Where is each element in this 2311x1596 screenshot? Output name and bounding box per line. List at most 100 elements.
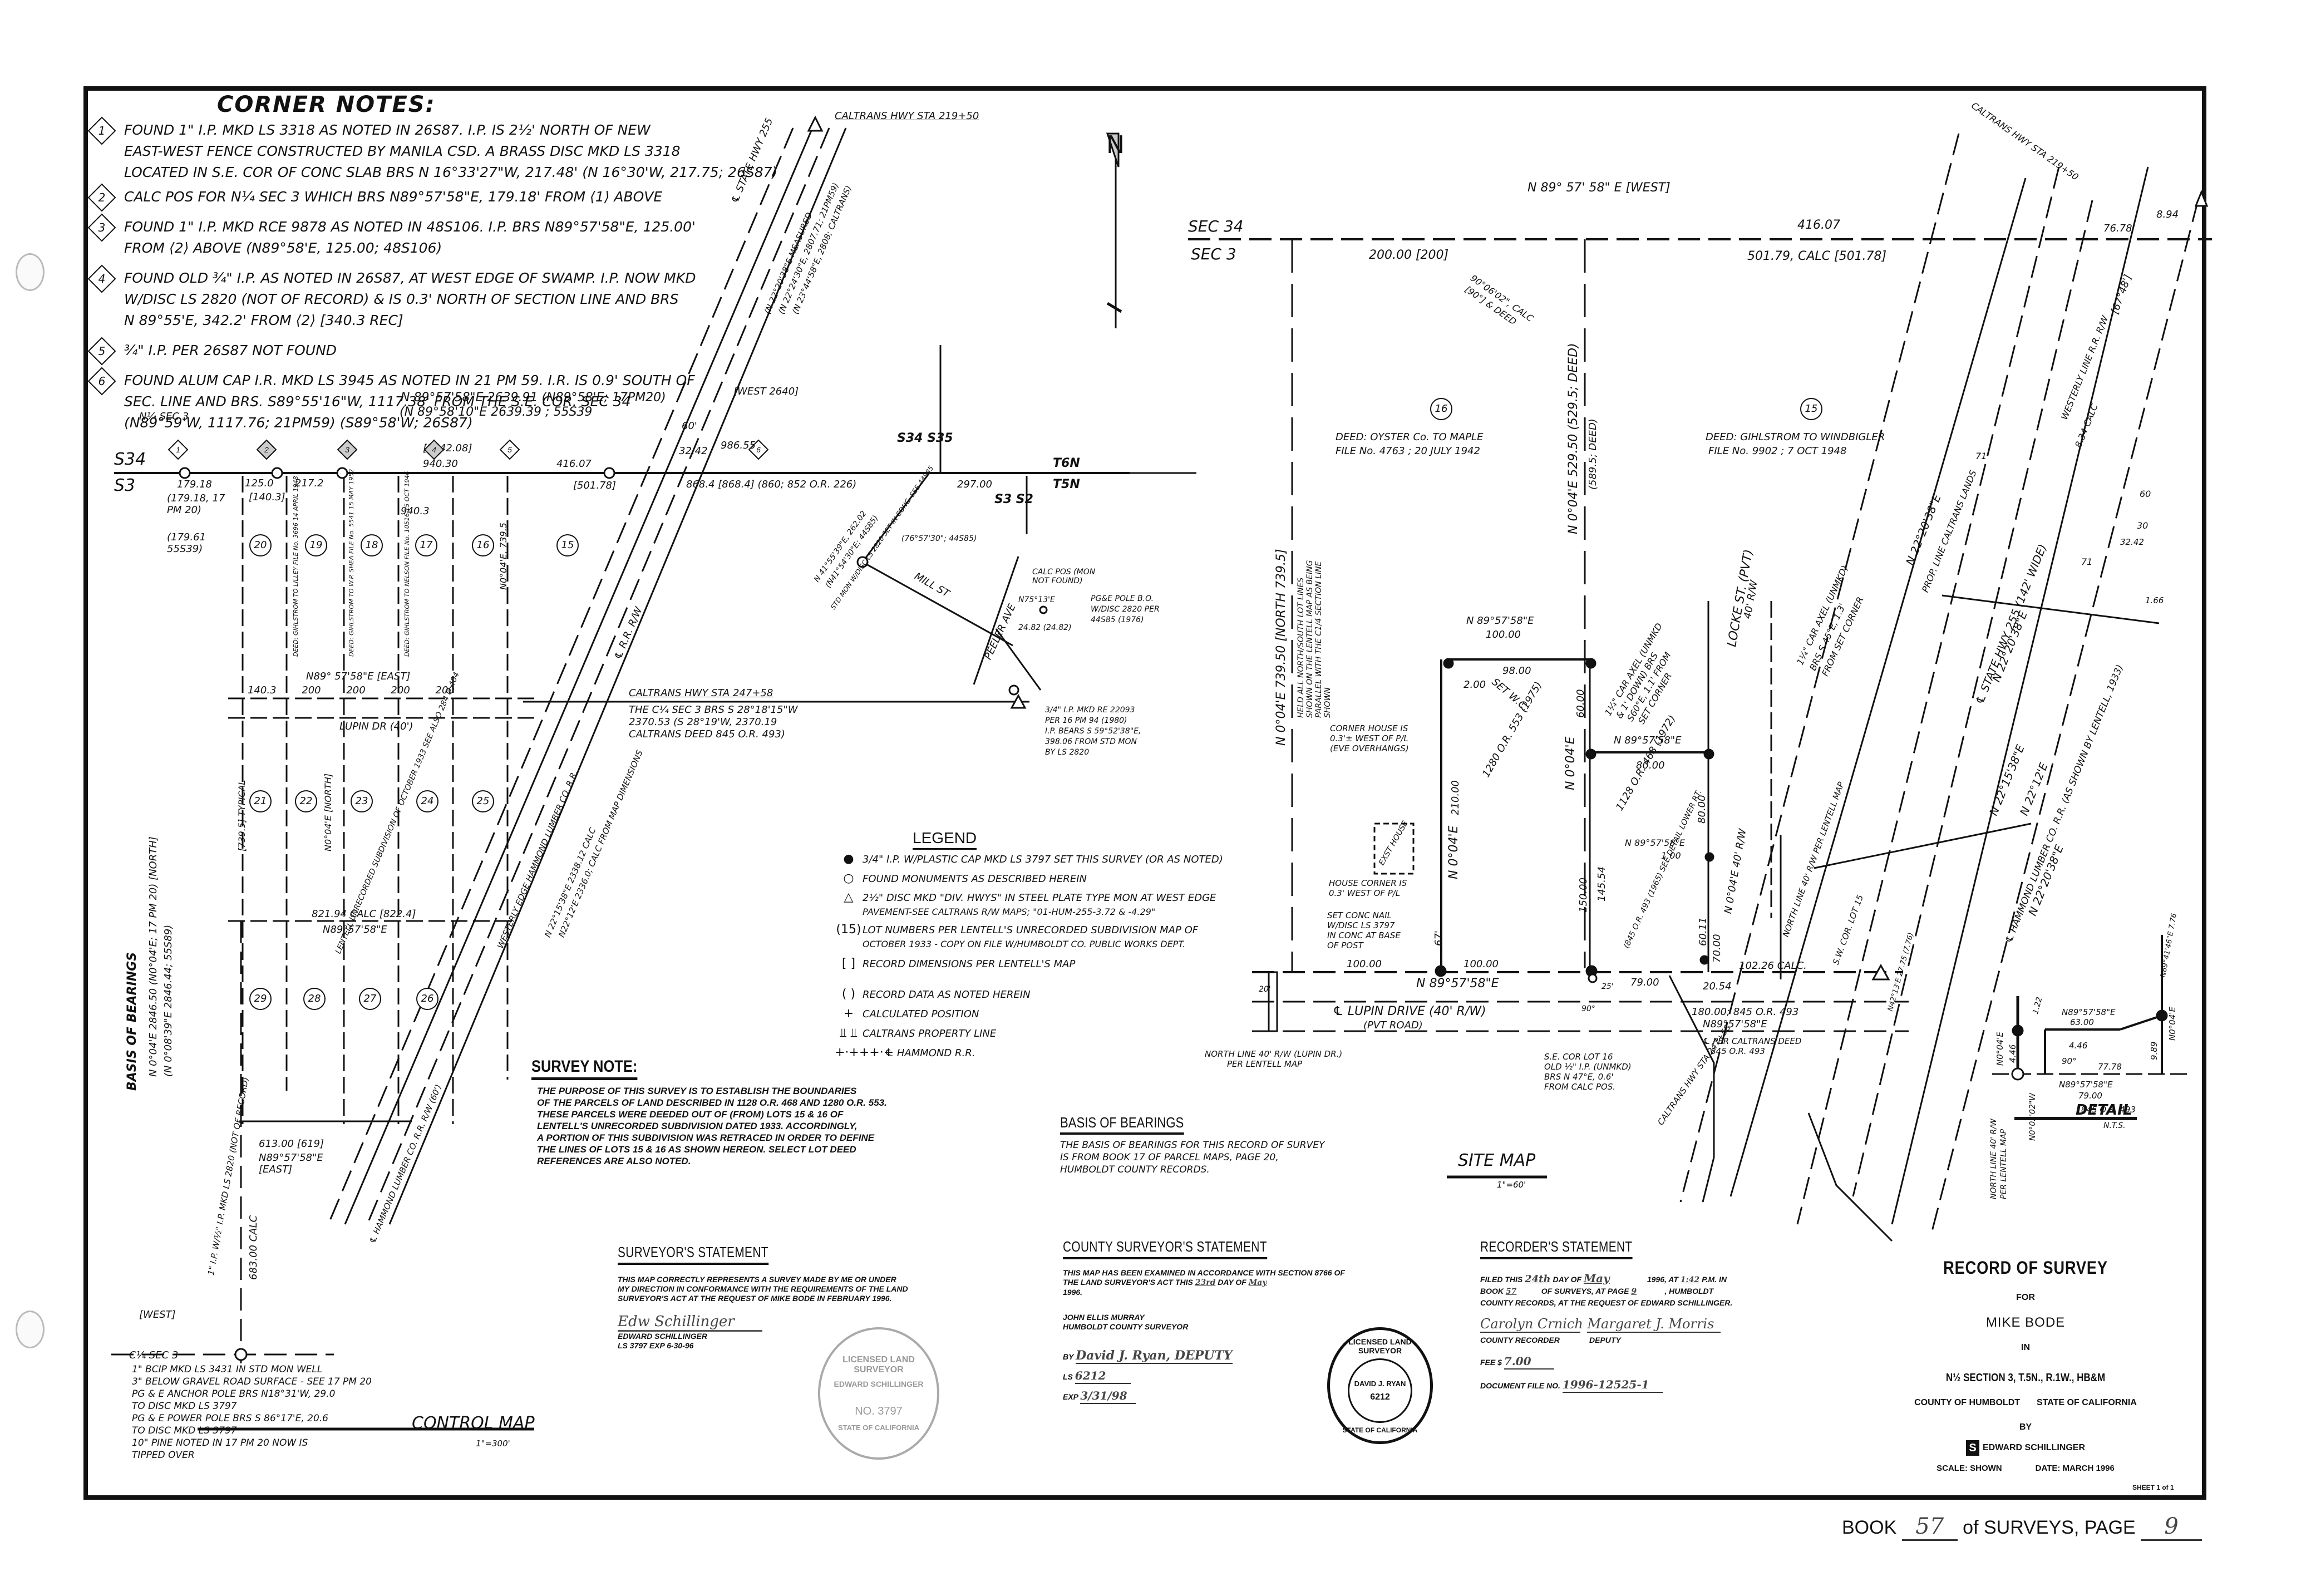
label-deed16-1: DEED: OYSTER Co. TO MAPLE: [1336, 431, 1484, 443]
label-200: 200.00 [200]: [1369, 248, 1449, 262]
label-1: 1.00: [1661, 850, 1681, 861]
label-sec3: SEC 3: [1191, 245, 1236, 263]
detail-north-line-2: PER LENTELL MAP: [1999, 1129, 2008, 1199]
basis-of-bearings: BASIS OF BEARINGS THE BASIS OF BEARINGS …: [1060, 1114, 1325, 1175]
site-map-scale: 1"=60': [1497, 1180, 1526, 1190]
label-683: 683.00 CALC: [248, 1215, 259, 1280]
corner-marker-icon: 5: [87, 337, 116, 366]
label-north-line: NORTH LINE 40' R/W (LUPIN DR.) PER LENTE…: [1205, 1049, 1343, 1069]
label-416: 416.07: [556, 458, 592, 470]
label-lupin: ℄ LUPIN DRIVE (40' R/W): [1333, 1004, 1486, 1018]
title-in: IN: [2021, 1343, 2030, 1352]
label-calc-821: 821.94 CALC [822.4]: [312, 908, 416, 920]
label-c14-sec3: C¼ SEC 3: [129, 1349, 179, 1361]
county-surveyor-seal: LICENSED LAND SURVEYOR DAVID J. RYAN 621…: [1327, 1327, 1433, 1444]
label-217: 217.2: [295, 477, 324, 489]
label-n004-w: N 0°04'E: [1447, 825, 1461, 879]
book-footer: BOOK 57 of SURVEYS, PAGE 9: [1842, 1514, 2202, 1541]
c14-notes: 1" BCIP MKD LS 3431 IN STD MON WELL 3" B…: [132, 1364, 372, 1461]
recorded-book: 57: [1505, 1287, 1517, 1296]
recorder-signature: Carolyn Crnich: [1480, 1316, 1583, 1333]
detail-n89-a: N89°57'58"E: [2062, 1007, 2116, 1017]
title-scale: SCALE: SHOWN: [1936, 1464, 2002, 1473]
label-sec-line-1: N 89°57'58"E 2639.91 (N89°58'E; 17PM20): [401, 391, 666, 405]
lot-19: 19: [305, 534, 327, 556]
label-basis-bearing: N 0°04'E 2846.50 (N0°04'E; 17 PM 20) [NO…: [147, 836, 159, 1077]
label-102: 102.26 CALC.: [1739, 960, 1807, 972]
detail-90: 90°: [2062, 1056, 2077, 1066]
surveyor-license: LS 3797 EXP 6-30-96: [618, 1341, 694, 1350]
county-surveyor-statement: COUNTY SURVEYOR'S STATEMENT THIS MAP HAS…: [1063, 1238, 1374, 1404]
legend-item-record-dims: [ ]RECORD DIMENSIONS PER LENTELL'S MAP: [835, 954, 1223, 974]
label-20-54: 20.54: [1703, 981, 1732, 992]
label-179-rec: (179.18, 17 PM 20): [167, 492, 225, 516]
lot-21: 21: [249, 790, 272, 812]
recorder-statement: RECORDER'S STATEMENT FILED THIS 24th DAY…: [1480, 1238, 1792, 1393]
label-30: 30: [2137, 520, 2149, 531]
label-deed15-1: DEED: GIHLSTROM TO WINDBIGLER: [1706, 431, 1885, 443]
detail-north-line-1: NORTH LINE 40' R/W: [1989, 1119, 1998, 1199]
label-613: 613.00 [619]: [259, 1138, 324, 1150]
lot-29: 29: [249, 988, 272, 1010]
label-70: 70.00: [1711, 934, 1723, 963]
label-ip-re-3: I.P. BEARS S 59°52'38"E,: [1045, 727, 1141, 736]
label-typical: [739.5] TYPICAL: [236, 780, 247, 851]
label-caltrans-deed: ℄ PER CALTRANS DEED 845 O.R. 493: [1703, 1036, 1802, 1056]
detail-79: 79.00: [2078, 1091, 2102, 1101]
label-145: 145.54: [1596, 866, 1608, 902]
label-100a: 100.00: [1347, 958, 1382, 970]
label-67: 67': [1433, 930, 1445, 946]
label-2: 2.00: [1464, 679, 1486, 691]
label-n-quarter: N¼ SEC.3: [139, 411, 189, 422]
basis-title: BASIS OF BEARINGS: [1060, 1114, 1184, 1135]
surveyor-statement-title: SURVEYOR'S STATEMENT: [618, 1244, 768, 1265]
label-pge-1: PG&E POLE B.O.: [1091, 594, 1154, 603]
label-t5n: T5N: [1053, 477, 1080, 491]
label-se-cor: S.E. COR LOT 16 OLD ½" I.P. (UNMKD) BRS …: [1544, 1052, 1632, 1092]
label-top-bearing: N 89° 57' 58" E [WEST]: [1527, 181, 1671, 195]
surveyor-signature: Edw Schillinger: [618, 1313, 762, 1332]
label-986: 986.55: [721, 440, 756, 451]
label-ip-re-4: 398.06 FROM STD MON: [1045, 737, 1137, 746]
county-surveyor-title: HUMBOLDT COUNTY SURVEYOR: [1063, 1322, 1189, 1331]
label-c14-note-2: 2370.53 (S 28°19'W, 2370.19: [629, 716, 777, 728]
label-210: 210.00: [1450, 780, 1461, 815]
site-map-title: SITE MAP: [1458, 1151, 1536, 1170]
county-surveyor-name: JOHN ELLIS MURRAY: [1063, 1313, 1145, 1322]
label-32-42-site: 32.42: [2120, 537, 2144, 547]
county-month: May: [1248, 1278, 1267, 1287]
label-n89-mid: N 89°57'58"E: [1614, 735, 1682, 746]
fee-value: 7.00: [1504, 1354, 1554, 1370]
label-416: 416.07: [1797, 218, 1840, 232]
legend-item-railroad: +·+++·+℄ HAMMOND R.R.: [835, 1043, 1223, 1063]
lot-25: 25: [472, 790, 494, 812]
label-940-3: 940.3: [401, 505, 430, 517]
label-ip-re-1: 3/4" I.P. MKD RE 22093: [1045, 706, 1135, 715]
label-deed-18: DEED: GIHLSTROM TO W.P. SHEA FILE No. 55…: [348, 469, 355, 657]
lot-16: 16: [472, 534, 494, 556]
label-s3: S3: [114, 476, 136, 495]
label-589: (589.5; DEED): [1587, 418, 1599, 490]
lot-22: 22: [295, 790, 317, 812]
label-basis-record: (N 0°08'39"E 2846.44; 55S89): [162, 924, 174, 1077]
label-n89-lower: N89°57'58"E: [1703, 1018, 1767, 1030]
corner-marker-icon: 6: [87, 367, 116, 396]
deputy-recorder-signature: Margaret J. Morris: [1587, 1316, 1721, 1333]
control-map-scale: 1"=300': [476, 1439, 510, 1449]
site-lot-16: 16: [1430, 398, 1452, 420]
sheet-border: [83, 86, 2206, 1500]
deputy-exp: 3/31/98: [1080, 1388, 1136, 1404]
detail-scale: N.T.S.: [2103, 1121, 2126, 1130]
title-date: DATE: MARCH 1996: [2035, 1464, 2115, 1473]
surveyor-statement: SURVEYOR'S STATEMENT THIS MAP CORRECTLY …: [618, 1244, 908, 1350]
label-pge-2: W/DISC 2820 PER: [1091, 605, 1160, 614]
label-s3-s2: S3 S2: [994, 492, 1033, 506]
lot-26: 26: [416, 988, 438, 1010]
label-90: 90°: [1581, 1004, 1595, 1013]
label-n75: N75°13'E: [1018, 595, 1055, 604]
label-n004b: N0°04'E, 739.5: [498, 523, 509, 590]
label-pge-3: 44S85 (1976): [1091, 615, 1144, 624]
